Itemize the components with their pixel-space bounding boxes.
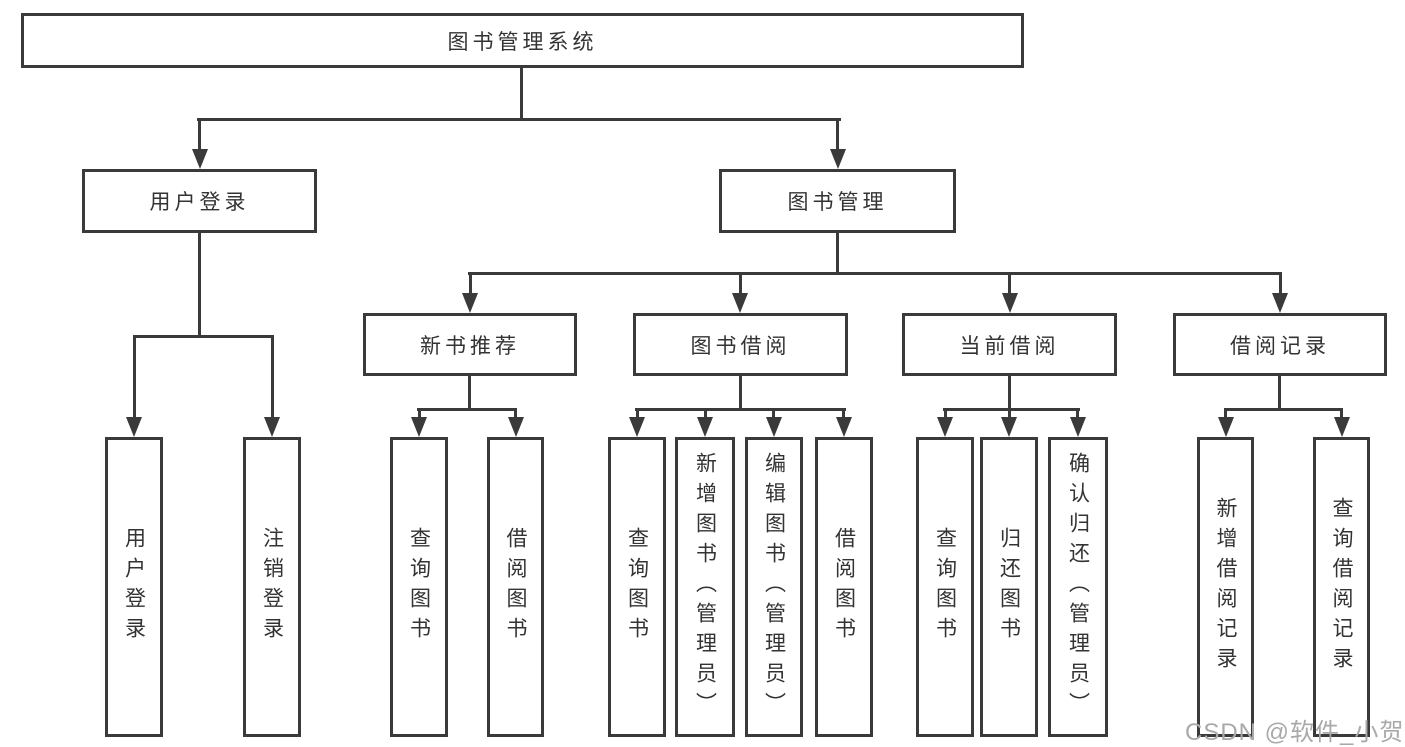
node-root: 图书管理系统 (21, 13, 1024, 68)
arrow-down-icon (937, 417, 953, 437)
leaf-edit-books-admin: 编辑图书（管理员） (745, 437, 803, 737)
connector-line (944, 408, 947, 417)
connector-line (197, 118, 841, 121)
leaf-query-books-recommend: 查询图书 (390, 437, 448, 737)
leaf-query-books-current: 查询图书 (916, 437, 974, 737)
connector-line (271, 335, 274, 417)
connector-line (772, 408, 775, 417)
node-user-login: 用户登录 (82, 169, 317, 233)
leaf-user-login: 用户登录 (105, 437, 163, 737)
connector-line (1224, 408, 1343, 411)
leaf-query-books-borrowing: 查询图书 (608, 437, 666, 737)
connector-line (636, 408, 639, 417)
connector-line (1224, 408, 1227, 417)
connector-line (1008, 376, 1011, 408)
leaf-logout: 注销登录 (243, 437, 301, 737)
connector-line (1340, 408, 1343, 417)
arrow-down-icon (264, 417, 280, 437)
arrow-down-icon (1334, 417, 1350, 437)
connector-line (836, 233, 839, 272)
csdn-watermark: CSDN @软件_小贺同学 (1185, 719, 1405, 746)
arrow-down-icon (1070, 417, 1086, 437)
arrow-down-icon (1218, 417, 1234, 437)
arrow-down-icon (697, 417, 713, 437)
connector-line (1278, 376, 1281, 408)
connector-line (469, 272, 472, 293)
connector-line (635, 408, 846, 411)
connector-line (704, 408, 707, 417)
connector-line (842, 408, 845, 417)
connector-line (133, 335, 136, 417)
node-book-management: 图书管理 (719, 169, 956, 233)
connector-line (836, 118, 839, 149)
arrow-down-icon (462, 293, 478, 313)
arrow-down-icon (126, 417, 142, 437)
connector-line (520, 68, 523, 118)
leaf-borrow-books: 借阅图书 (815, 437, 873, 737)
arrow-down-icon (411, 417, 427, 437)
arrow-down-icon (508, 417, 524, 437)
connector-line (133, 335, 274, 338)
leaf-borrow-books-recommend: 借阅图书 (487, 437, 544, 737)
node-book-borrowing: 图书借阅 (633, 313, 848, 376)
connector-line (198, 118, 201, 149)
connector-line (1076, 408, 1079, 417)
connector-line (1008, 408, 1011, 417)
arrow-down-icon (1002, 293, 1018, 313)
connector-line (468, 376, 471, 408)
arrow-down-icon (1272, 293, 1288, 313)
connector-line (418, 408, 421, 417)
arrow-down-icon (836, 417, 852, 437)
connector-line (739, 376, 742, 408)
connector-line (1008, 272, 1011, 293)
connector-line (739, 272, 742, 293)
node-current-borrowing: 当前借阅 (902, 313, 1117, 376)
connector-line (198, 233, 201, 335)
arrow-down-icon (732, 293, 748, 313)
arrow-down-icon (192, 149, 208, 169)
arrow-down-icon (830, 149, 846, 169)
arrow-down-icon (766, 417, 782, 437)
arrow-down-icon (1001, 417, 1017, 437)
connector-line (514, 408, 517, 417)
node-borrow-records: 借阅记录 (1173, 313, 1387, 376)
leaf-return-books: 归还图书 (980, 437, 1038, 737)
connector-line (943, 408, 1080, 411)
leaf-confirm-return-admin: 确认归还（管理员） (1048, 437, 1108, 737)
leaf-add-books-admin: 新增图书（管理员） (675, 437, 735, 737)
arrow-down-icon (629, 417, 645, 437)
connector-line (1279, 272, 1282, 293)
leaf-query-borrow-record: 查询借阅记录 (1313, 437, 1370, 737)
node-new-book-recommend: 新书推荐 (363, 313, 577, 376)
connector-line (468, 272, 1282, 275)
connector-line (417, 408, 517, 411)
leaf-add-borrow-record: 新增借阅记录 (1197, 437, 1254, 737)
